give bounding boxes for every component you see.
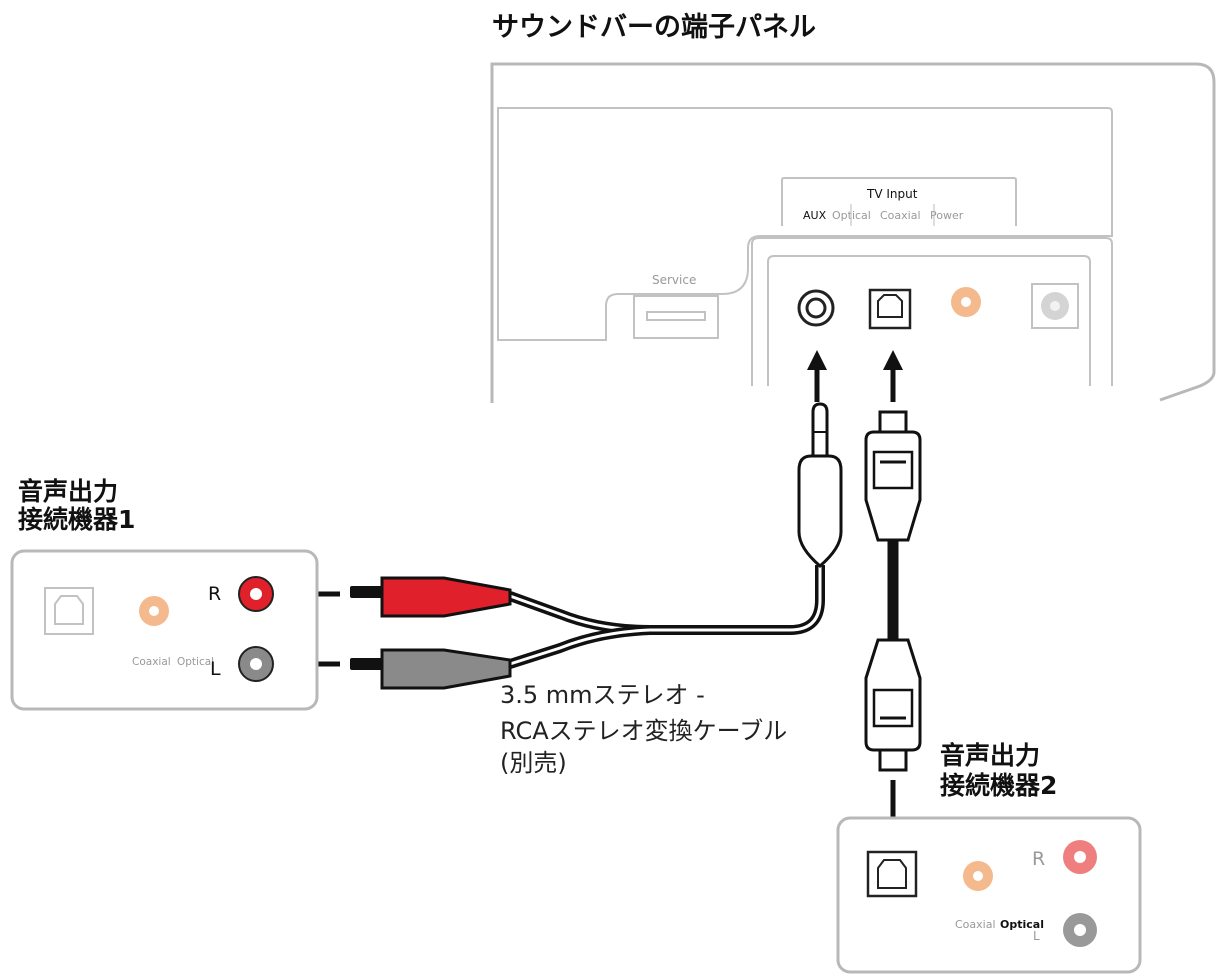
mini-jack-plug: [797, 402, 843, 568]
power-port-label: Power: [930, 209, 964, 222]
service-usb-slot: [646, 311, 706, 321]
aux-jack: [797, 289, 835, 327]
device1-title-line2: 接続機器1: [18, 505, 135, 534]
aux-insert-arrow: [807, 350, 827, 402]
device1-optical-label: Optical: [177, 656, 214, 668]
device2-title-line2: 接続機器2: [940, 771, 1057, 800]
device1-rca-r-jack: [238, 576, 274, 612]
optical-plug-top: [864, 410, 922, 542]
tv-input-section: [781, 177, 1017, 226]
tv-input-label: TV Input: [866, 187, 918, 201]
device2-rca-r-jack: [1063, 840, 1097, 874]
device2-coaxial-label: Coaxial: [955, 918, 996, 931]
rca-plug-red: [350, 576, 512, 618]
connector-bay-inner: [767, 255, 1091, 386]
connector-bay-outer: [751, 237, 1113, 386]
service-usb-port: [633, 295, 719, 339]
service-port-label: Service: [652, 273, 696, 287]
device1-coaxial-label: Coaxial: [132, 656, 171, 668]
device1-coaxial-jack: [139, 596, 169, 626]
cable-note-line1: 3.5 mmステレオ -: [500, 681, 705, 709]
device2-optical-label: Optical: [1000, 918, 1044, 931]
soundbar-outer-body: [490, 62, 1216, 403]
device1-l-label: L: [210, 658, 221, 680]
cable-note-line3: (別売): [500, 749, 567, 777]
device2-rca-l-jack: [1063, 913, 1097, 947]
coaxial-port-label: Coaxial: [880, 209, 921, 222]
device2-coaxial-jack: [963, 861, 993, 891]
optical-insert-arrow: [883, 350, 903, 402]
device1-rca-l-jack: [238, 646, 274, 682]
optical-jack: [868, 288, 912, 330]
aux-port-label: AUX: [803, 209, 827, 222]
stereo-cable: [508, 565, 825, 669]
device2-optical-jack: [866, 850, 918, 898]
device2-r-label: R: [1032, 848, 1045, 870]
soundbar-title: サウンドバーの端子パネル: [492, 12, 816, 43]
device1-title-line1: 音声出力: [18, 477, 118, 506]
soundbar-inner-panel: [497, 107, 1113, 341]
device1-optical-jack: [44, 587, 94, 635]
power-jack: [1031, 283, 1079, 329]
coaxial-jack: [951, 287, 981, 317]
cable-note-line2: RCAステレオ変換ケーブル: [500, 717, 787, 745]
optical-plug-bottom: [864, 638, 922, 772]
device2-title-line1: 音声出力: [940, 741, 1040, 770]
device1-r-label: R: [208, 583, 221, 605]
device2-l-label: L: [1033, 929, 1040, 943]
rca-plug-gray: [350, 648, 512, 690]
